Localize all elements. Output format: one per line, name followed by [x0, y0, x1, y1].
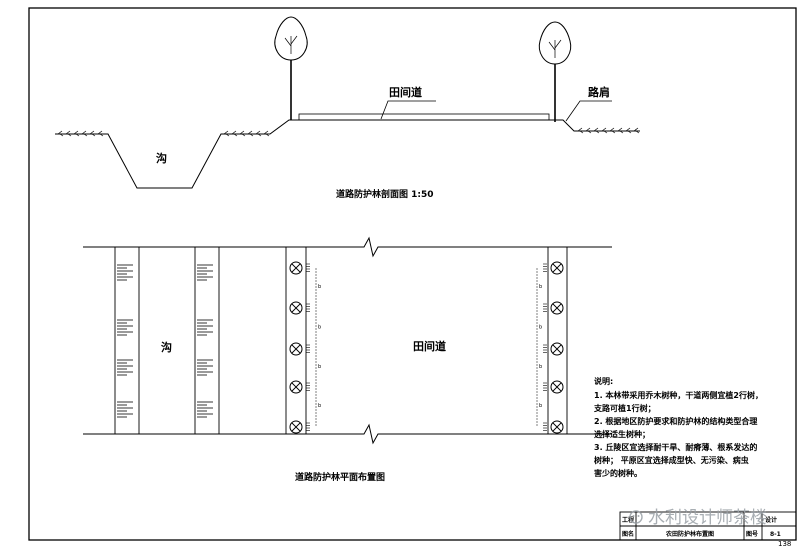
tree-plan-icon — [289, 261, 310, 275]
ditch-strip — [114, 247, 220, 434]
tree-plan-icon — [543, 342, 564, 356]
title-block-name-label: 图名 — [622, 530, 634, 538]
shoulder-leader — [565, 100, 612, 122]
watermark: 水利设计师茶楼 — [629, 508, 767, 528]
section-ground-line — [55, 119, 640, 189]
title-block-number-label: 图号 — [746, 530, 758, 538]
title-block-design-label: 设计 — [765, 516, 777, 524]
dimension-mark: b — [318, 403, 321, 409]
tree-plan-icon — [543, 380, 564, 394]
tree-plan-icon — [543, 261, 564, 275]
ground-hatch — [57, 127, 640, 137]
plan-ditch-label: 沟 — [161, 340, 172, 354]
tree-plan-icon — [289, 301, 310, 315]
tree-symbols: b b b b b b b b — [289, 261, 564, 434]
note-line: 害少的树种。 — [594, 468, 642, 478]
note-line: 树种； 平原区宜选择成型快、无污染、病虫 — [594, 455, 749, 466]
note-line: 1. 本林带采用乔木树种，干道两侧宜植2行树， — [594, 390, 763, 400]
tree-spacing-dimension: b b b b — [315, 268, 321, 427]
plan-road-label: 田间道 — [413, 339, 446, 353]
notes-title: 说明: — [594, 376, 613, 386]
section-road-label: 田间道 — [389, 85, 422, 99]
plan-view: b b b b b b b b 沟 田间道 道路防护林平面布置图 — [83, 236, 612, 483]
sheet-frame — [28, 7, 797, 541]
tree-plan-icon — [543, 301, 564, 315]
plan-top-line — [83, 236, 612, 258]
dimension-mark: b — [318, 325, 321, 331]
page-number: 138 — [778, 540, 791, 548]
title-block — [619, 511, 797, 541]
dimension-mark: b — [539, 364, 542, 370]
road-leader — [380, 100, 436, 120]
section-ditch-label: 沟 — [156, 151, 167, 165]
dimension-mark: b — [318, 284, 321, 290]
plan-bottom-line — [83, 423, 612, 445]
section-caption: 道路防护林剖面图 1:50 — [336, 188, 434, 200]
dimension-mark: b — [539, 325, 542, 331]
tree-plan-icon — [543, 420, 564, 434]
dimension-mark: b — [539, 284, 542, 290]
title-block-project-label: 工程 — [622, 516, 634, 524]
dimension-mark: b — [318, 364, 321, 370]
drawing-number: 8-1 — [770, 531, 781, 538]
note-line: 支路可植1行树； — [593, 403, 656, 414]
road-surface — [298, 113, 550, 121]
note-line: 3. 丘陵区宜选择耐干旱、耐瘠薄、根系发达的 — [594, 442, 757, 452]
watermark-text: 水利设计师茶楼 — [648, 508, 767, 528]
dimension-mark: b — [539, 403, 542, 409]
tree-plan-icon — [289, 380, 310, 394]
tree-icon — [274, 16, 308, 120]
tree-icon — [538, 21, 572, 122]
tree-plan-icon — [289, 420, 310, 434]
wechat-icon — [629, 510, 643, 524]
note-line: 2. 根据地区防护要求和防护林的结构类型合理 — [594, 416, 757, 426]
section-shoulder-label: 路肩 — [588, 85, 610, 99]
notes: 说明: 1. 本林带采用乔木树种，干道两侧宜植2行树， 支路可植1行树； 2. … — [593, 376, 763, 478]
drawing-name: 农田防护林布置图 — [665, 530, 714, 538]
tree-plan-icon — [289, 342, 310, 356]
note-line: 选择适生树种； — [594, 429, 650, 440]
cross-section: 田间道 路肩 沟 道路防护林剖面图 1:50 — [55, 16, 640, 200]
ditch-slope-marks — [117, 264, 213, 418]
tree-spacing-dimension: b b b b — [536, 268, 542, 427]
tree-row-lanes — [285, 247, 568, 434]
plan-caption: 道路防护林平面布置图 — [295, 471, 385, 483]
